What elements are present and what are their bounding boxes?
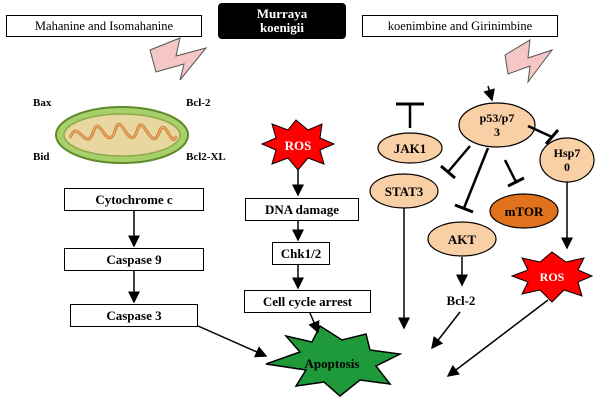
akt-node — [427, 221, 497, 257]
bid-label: Bid — [33, 151, 50, 163]
jak1-node — [377, 132, 443, 164]
dna-damage-box: DNA damage — [245, 198, 359, 221]
apoptosis-label: Apoptosis — [305, 356, 360, 371]
apoptosis-burst — [265, 324, 403, 397]
jak1-label: JAK1 — [394, 141, 427, 156]
chk12-label: Chk1/2 — [280, 245, 322, 261]
bcl2xl-label: Bcl2-XL — [186, 151, 226, 163]
title-box: Murraya koenigii — [218, 3, 346, 39]
p53-node — [458, 102, 536, 148]
ros-label-right: ROS — [540, 270, 565, 284]
ros-label-middle: ROS — [285, 138, 312, 153]
stat3-label: STAT3 — [385, 184, 424, 199]
akt-label: AKT — [448, 232, 477, 247]
bax-label: Bax — [33, 97, 52, 109]
mitochondrion-icon — [55, 106, 189, 164]
left-group-box: Mahanine and Isomahanine — [6, 15, 202, 37]
chk12-box: Chk1/2 — [272, 242, 330, 265]
dna-damage-label: DNA damage — [264, 201, 340, 217]
mtor-node — [489, 193, 559, 229]
right-group-box: koenimbine and Girinimbine — [362, 15, 558, 37]
left-group-label: Mahanine and Isomahanine — [34, 18, 174, 33]
mtor-label: mTOR — [505, 204, 544, 219]
cytochrome-c-box: Cytochrome c — [64, 188, 204, 211]
lightning-bolt-right — [504, 39, 554, 84]
title-text: Murraya koenigii — [256, 6, 308, 35]
caspase9-label: Caspase 9 — [106, 251, 162, 267]
right-group-label: koenimbine and Girinimbine — [387, 18, 533, 33]
cytochrome-c-label: Cytochrome c — [95, 191, 173, 207]
bcl2-mito-label: Bcl-2 — [186, 97, 211, 109]
lightning-bolt-left — [149, 37, 208, 81]
cell-cycle-arrest-label: Cell cycle arrest — [262, 293, 353, 309]
bcl2-right-label: Bcl-2 — [447, 293, 476, 308]
caspase3-label: Caspase 3 — [106, 307, 162, 323]
caspase3-box: Caspase 3 — [70, 304, 198, 327]
cell-cycle-arrest-box: Cell cycle arrest — [244, 290, 371, 313]
ros-burst-right — [510, 251, 594, 303]
caspase9-box: Caspase 9 — [64, 248, 204, 271]
